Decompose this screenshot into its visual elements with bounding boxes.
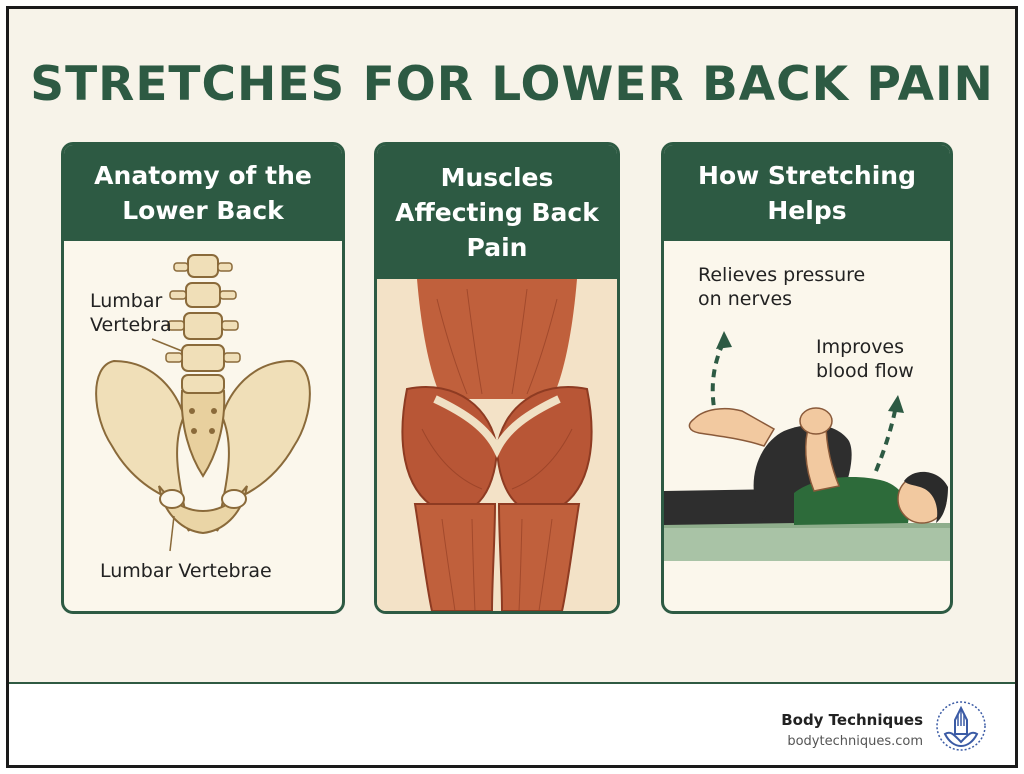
card-title-line: Helps [767, 196, 847, 225]
card-stretching-body: Relieves pressure on nerves Improves blo… [664, 241, 950, 611]
card-title-line: Lower Back [122, 196, 284, 225]
figure-foot [688, 407, 776, 447]
sacrum [180, 390, 226, 478]
footer-divider [9, 682, 1015, 684]
card-title-line: Affecting Back [395, 197, 599, 227]
label-lumbar-vertebra: Lumbar Vertebra [90, 290, 172, 336]
infographic-frame: STRETCHES FOR LOWER BACK PAIN Anatomy of… [6, 6, 1018, 768]
page-title: STRETCHES FOR LOWER BACK PAIN [30, 57, 994, 112]
vertebrae-stack [165, 254, 241, 394]
card-muscles-body [377, 279, 617, 611]
card-anatomy-body: Lumbar Vertebra Lumbar Vertebrae [64, 241, 342, 611]
label-lumbar-vertebrae: Lumbar Vertebrae [100, 560, 272, 582]
footer: Body Techniques bodytechniques.com [9, 684, 1015, 765]
pubic-arch [158, 485, 248, 535]
card-title-line: How Stretching [698, 161, 916, 190]
muscle-illustration [377, 279, 617, 611]
brand-name: Body Techniques [781, 711, 923, 729]
brand-url: bodytechniques.com [787, 734, 923, 749]
muscle-right-thigh [497, 503, 581, 611]
muscle-left-thigh [413, 503, 497, 611]
lotus-hand-icon [936, 701, 986, 751]
card-title-line: Pain [466, 232, 528, 262]
obturator-left [159, 489, 185, 509]
spine-pelvis-illustration [95, 254, 311, 552]
card-title-line: Anatomy of the [94, 161, 312, 190]
card-how-stretching-helps: How Stretching Helps Relieves pressure o… [661, 142, 953, 614]
label-relieves-pressure: Relieves pressure on nerves [698, 264, 866, 310]
obturator-right [221, 489, 247, 509]
muscle-lower-back [417, 279, 577, 399]
content-area: STRETCHES FOR LOWER BACK PAIN Anatomy of… [9, 9, 1015, 682]
card-anatomy-header: Anatomy of the Lower Back [64, 145, 342, 241]
stretch-illustration [664, 331, 950, 561]
card-muscles: Muscles Affecting Back Pain [374, 142, 620, 614]
card-stretching-header: How Stretching Helps [664, 145, 950, 241]
yoga-mat [664, 523, 950, 561]
card-title-line: Muscles [440, 162, 554, 192]
card-muscles-header: Muscles Affecting Back Pain [377, 145, 617, 279]
card-anatomy: Anatomy of the Lower Back [61, 142, 345, 614]
arrow-up-right-icon [874, 405, 898, 472]
label-improves-blood-flow: Improves blood flow [816, 336, 914, 382]
arrow-up-left-icon [710, 340, 726, 420]
